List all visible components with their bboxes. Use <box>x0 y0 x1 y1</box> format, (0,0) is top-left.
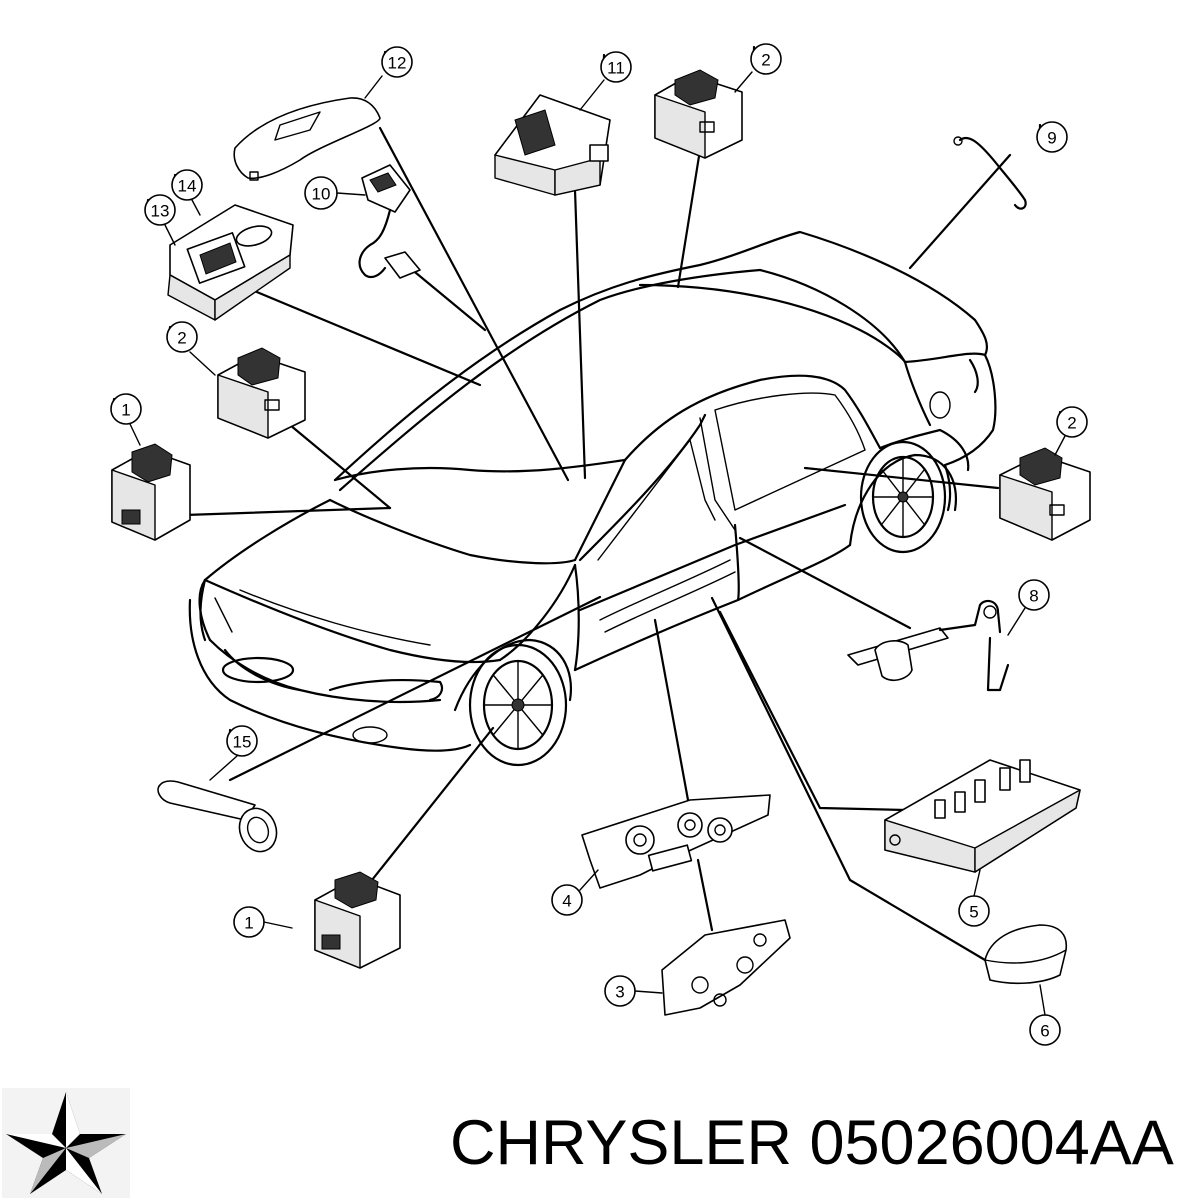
leader-lines <box>183 126 1012 962</box>
callout-ticks <box>129 71 1066 1016</box>
callout-5: 5 <box>958 895 990 927</box>
svg-text:3: 3 <box>615 983 624 1002</box>
svg-text:14: 14 <box>178 177 197 196</box>
svg-text:4: 4 <box>562 892 571 911</box>
svg-text:2: 2 <box>1067 414 1076 433</box>
svg-text:10: 10 <box>312 185 331 204</box>
svg-text:13: 13 <box>151 202 170 221</box>
car-body <box>188 230 997 767</box>
svg-text:2: 2 <box>177 329 186 348</box>
part-10-harness-connector <box>358 164 421 279</box>
part-13-14-switch-bezel <box>167 204 294 321</box>
part-6-button-cap <box>984 924 1068 985</box>
callout-3: 3 <box>604 975 636 1007</box>
part-2-switch-top <box>654 69 743 159</box>
part-8-sensor-bracket <box>847 599 1010 692</box>
part-1-switch-upper <box>111 443 191 541</box>
callout-11: 11 <box>600 51 632 83</box>
callout-8: 8 <box>1018 579 1050 611</box>
part-2-switch-right <box>999 447 1091 541</box>
part-5-seat-module <box>884 759 1081 873</box>
part-3-lower-bracket <box>661 919 791 1016</box>
callout-15: 15 <box>226 725 258 757</box>
chrysler-pentastar-icon <box>2 1088 130 1198</box>
part-2-switch-left <box>217 347 306 439</box>
callout-1-lower: 1 <box>233 906 265 938</box>
callout-13: 13 <box>144 194 176 226</box>
svg-text:2: 2 <box>761 51 770 70</box>
svg-text:1: 1 <box>244 914 253 933</box>
svg-text:9: 9 <box>1047 129 1056 148</box>
part-4-bracket-module <box>581 794 771 889</box>
callout-6: 6 <box>1029 1014 1061 1046</box>
parts-diagram: 12 11 2 9 14 13 10 2 1 2 8 15 4 5 1 3 6 <box>110 43 1091 1046</box>
svg-text:15: 15 <box>233 733 252 752</box>
callout-2-right: 2 <box>1056 406 1088 438</box>
part-12-trim-panel <box>233 97 381 181</box>
part-1-switch-lower <box>314 871 401 969</box>
callout-4: 4 <box>551 884 583 916</box>
svg-text:6: 6 <box>1040 1022 1049 1041</box>
svg-text:11: 11 <box>607 59 625 78</box>
svg-text:12: 12 <box>388 54 407 73</box>
svg-text:5: 5 <box>969 903 978 922</box>
part-number-caption: CHRYSLER 05026004AA <box>450 1108 1174 1178</box>
part-11-control-module <box>494 94 611 196</box>
callout-1-upper: 1 <box>110 393 142 425</box>
part-9-wire-clip <box>953 136 1027 210</box>
callout-2-left: 2 <box>166 321 198 353</box>
callout-9: 9 <box>1036 121 1068 153</box>
part-15-heater-element <box>157 780 278 853</box>
svg-text:8: 8 <box>1029 587 1038 606</box>
svg-text:1: 1 <box>121 401 130 420</box>
callout-12: 12 <box>381 46 413 78</box>
callout-14: 14 <box>171 169 203 201</box>
callout-10: 10 <box>304 176 338 210</box>
callout-2-top: 2 <box>750 43 782 75</box>
